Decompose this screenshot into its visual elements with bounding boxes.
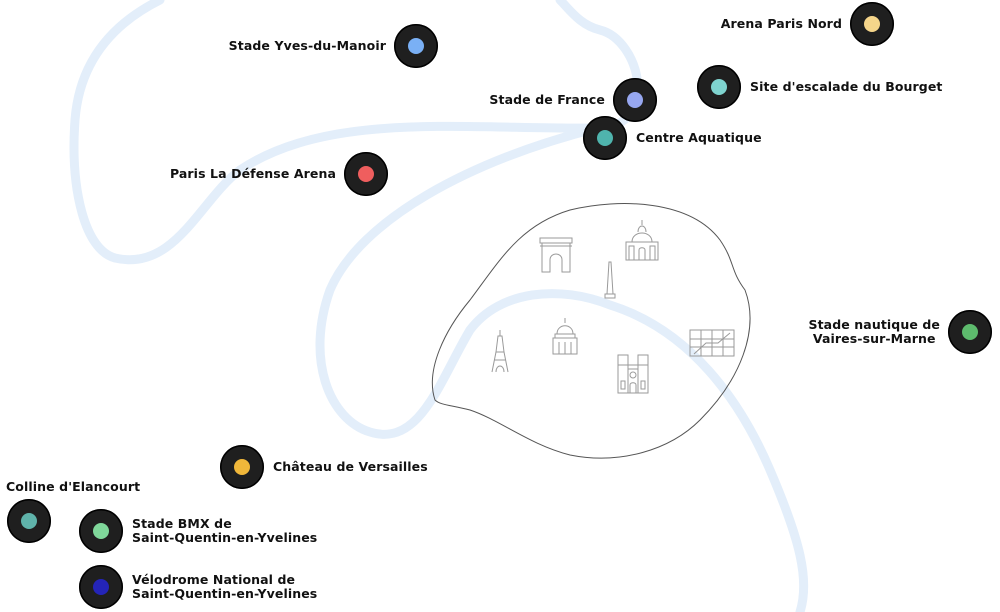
venue-color-dot [93, 523, 109, 539]
venue-label: Château de Versailles [273, 459, 428, 474]
venue-color-dot [408, 38, 424, 54]
venue-marker[interactable] [344, 152, 388, 196]
venue-label: Colline d'Elancourt [6, 479, 141, 494]
venue-centre-aquatique[interactable]: Centre Aquatique [583, 116, 762, 160]
venue-marker[interactable] [613, 78, 657, 122]
venue-label: Centre Aquatique [636, 130, 762, 145]
venue-label-line: Vaires-sur-Marne [812, 331, 936, 346]
venue-marker[interactable] [850, 2, 894, 46]
venue-label: Paris La Défense Arena [169, 166, 336, 181]
venue-color-dot [358, 166, 374, 182]
venue-stade-bmx-sqy[interactable]: Stade BMX de Saint-Quentin-en-Yvelines [79, 509, 317, 553]
venue-marker[interactable] [583, 116, 627, 160]
venue-color-dot [234, 459, 250, 475]
venue-color-dot [21, 513, 37, 529]
venue-label: Stade Yves-du-Manoir [228, 38, 386, 53]
venue-color-dot [597, 130, 613, 146]
venue-label: Stade BMX de Saint-Quentin-en-Yvelines [132, 517, 317, 545]
venue-label-line: Stade BMX de [132, 516, 232, 531]
venue-color-dot [627, 92, 643, 108]
venue-color-dot [962, 324, 978, 340]
arc-de-triomphe-icon [539, 237, 573, 273]
venue-color-dot [864, 16, 880, 32]
venue-arena-paris-nord[interactable]: Arena Paris Nord [721, 2, 894, 46]
venue-marker[interactable] [697, 65, 741, 109]
venue-site-escalade-bourget[interactable]: Site d'escalade du Bourget [697, 65, 942, 109]
venue-stade-nautique-vaires[interactable]: Stade nautique de Vaires-sur-Marne [809, 310, 992, 354]
venue-marker[interactable] [79, 509, 123, 553]
venue-marker[interactable] [948, 310, 992, 354]
venue-label: Stade nautique de Vaires-sur-Marne [809, 318, 941, 346]
eiffel-tower-icon [491, 330, 509, 373]
venue-colline-elancourt[interactable]: Colline d'Elancourt [6, 480, 140, 543]
invalides-icon [552, 318, 578, 355]
venue-stade-yves-du-manoir[interactable]: Stade Yves-du-Manoir [229, 24, 438, 68]
venue-marker[interactable] [7, 499, 51, 543]
venue-label: Vélodrome National de Saint-Quentin-en-Y… [132, 573, 317, 601]
venue-color-dot [711, 79, 727, 95]
obelisk-icon [604, 261, 616, 299]
venue-velodrome-sqy[interactable]: Vélodrome National de Saint-Quentin-en-Y… [79, 565, 317, 609]
venue-marker[interactable] [394, 24, 438, 68]
sacre-coeur-icon [625, 220, 659, 261]
venue-label-line: Saint-Quentin-en-Yvelines [132, 586, 318, 601]
seine-river [69, 0, 809, 612]
venue-label: Stade de France [489, 92, 605, 107]
venue-label-line: Saint-Quentin-en-Yvelines [132, 530, 318, 545]
venue-label: Site d'escalade du Bourget [750, 79, 943, 94]
centre-pompidou-icon [689, 329, 735, 357]
venue-color-dot [93, 579, 109, 595]
venue-label: Arena Paris Nord [720, 16, 842, 31]
venue-stade-de-france[interactable]: Stade de France [489, 78, 657, 122]
venue-marker[interactable] [220, 445, 264, 489]
paris-outline [431, 203, 751, 459]
venue-chateau-de-versailles[interactable]: Château de Versailles [220, 445, 428, 489]
venue-label-line: Stade nautique de [808, 317, 940, 332]
notre-dame-icon [617, 354, 649, 394]
venue-marker[interactable] [79, 565, 123, 609]
venue-paris-la-defense-arena[interactable]: Paris La Défense Arena [170, 152, 388, 196]
venue-label-line: Vélodrome National de [132, 572, 296, 587]
